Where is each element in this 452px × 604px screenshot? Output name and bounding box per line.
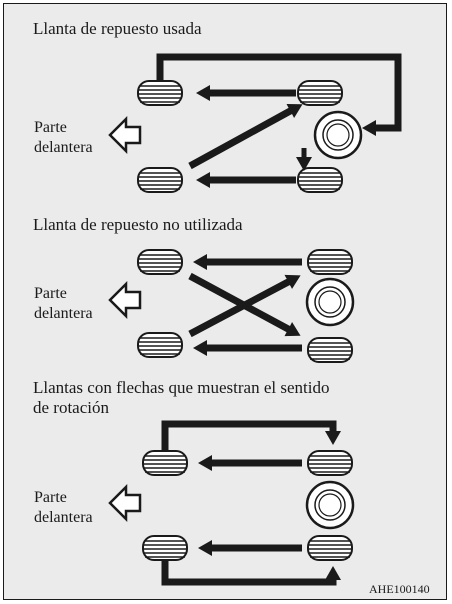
tire-rear-right-icon [307, 535, 353, 561]
arrow-fl-to-rr [188, 272, 301, 337]
section-2-title: Llanta de repuesto no utilizada [33, 215, 243, 234]
section-1-diagram [108, 53, 402, 193]
section-1-side-label-line2: delantera [34, 139, 93, 156]
tire-front-right-icon [307, 450, 353, 476]
section-1-title: Llanta de repuesto usada [33, 19, 202, 38]
section-2-side-label-line1: Parte [34, 285, 67, 302]
arrow-rl-to-fr [188, 274, 301, 338]
tire-front-left-icon [137, 249, 183, 275]
front-direction-arrow-icon [108, 485, 142, 521]
arrow-rl-to-fr [188, 103, 303, 170]
section-1-side-label-line1: Parte [34, 119, 67, 136]
section-3-title-line2: de rotación [33, 398, 109, 417]
section-3-diagram [108, 420, 355, 586]
figure-code: AHE100140 [369, 582, 430, 596]
section-3-side-label-line2: delantera [34, 509, 93, 526]
tire-rear-right-icon [307, 337, 353, 363]
section-3-side-label-line1: Parte [34, 489, 67, 506]
front-direction-arrow-icon [108, 282, 142, 318]
tire-rear-left-icon [137, 332, 183, 358]
section-2-diagram [108, 249, 355, 363]
spare-tire-icon [305, 480, 355, 530]
front-direction-arrow-icon [108, 117, 142, 153]
section-3-title-line1: Llantas con flechas que muestran el sent… [33, 378, 330, 397]
tire-rear-left-icon [142, 535, 188, 561]
arrow-fl-to-fr [161, 420, 341, 451]
diagram-panel [3, 3, 447, 600]
tire-front-right-icon [297, 80, 343, 106]
tire-rear-right-icon [297, 167, 343, 193]
tire-rear-left-icon [137, 167, 183, 193]
section-2-side-label-line2: delantera [34, 305, 93, 322]
spare-tire-icon [305, 277, 355, 327]
arrow-rl-to-rr [161, 560, 341, 586]
tire-front-left-icon [137, 80, 183, 106]
arrow-fl-to-spare [156, 53, 402, 136]
tire-front-left-icon [142, 450, 188, 476]
spare-tire-icon [313, 110, 363, 160]
tire-front-right-icon [307, 249, 353, 275]
